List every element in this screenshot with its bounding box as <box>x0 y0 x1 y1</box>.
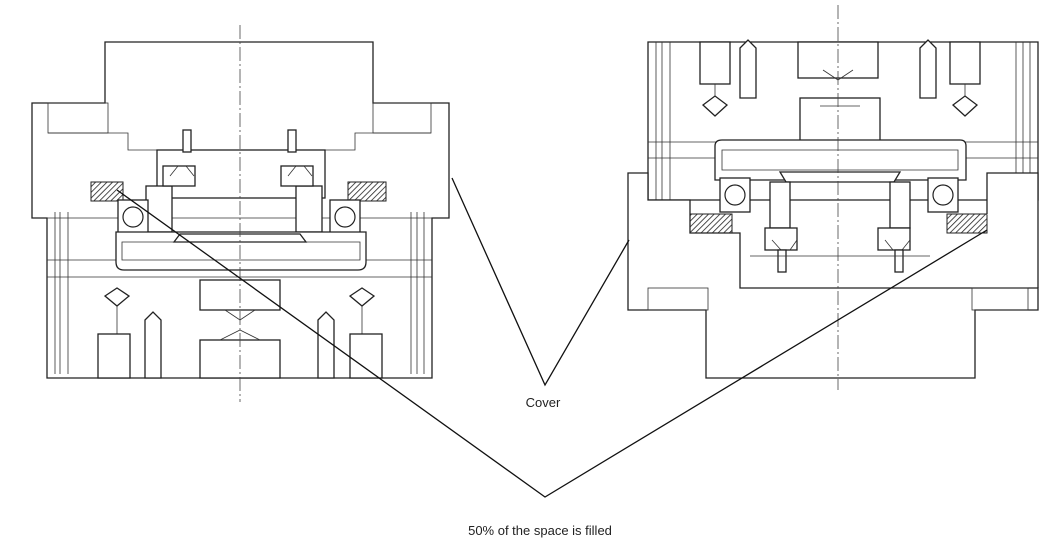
cover-leader-lines <box>451 177 630 387</box>
left-assembly <box>31 25 450 402</box>
fill-note-label: 50% of the space is filled <box>468 523 612 538</box>
right-assembly <box>627 5 1039 390</box>
fill-leader-lines <box>116 189 988 498</box>
cover-label: Cover <box>526 395 561 410</box>
